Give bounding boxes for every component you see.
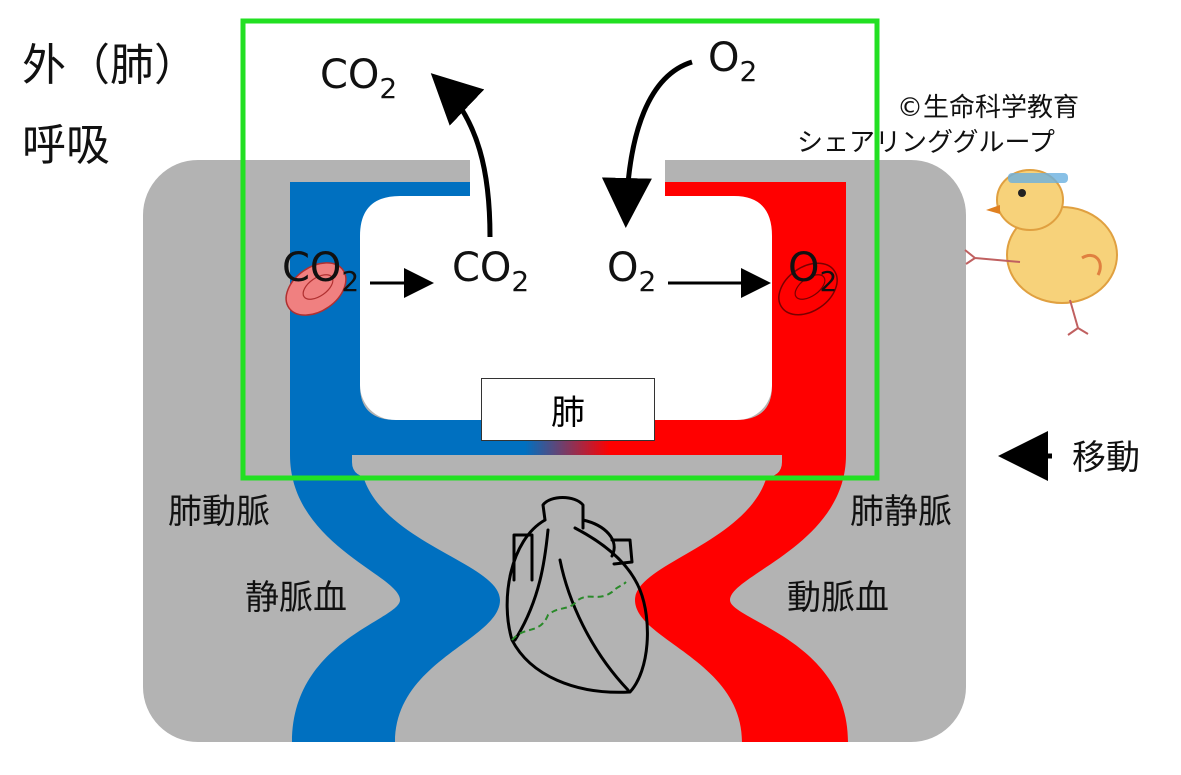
- pulmonary-vein-vessel: [570, 182, 848, 742]
- movement-label: 移動: [1072, 438, 1140, 478]
- co2-rbc-label: CO2: [282, 245, 360, 298]
- lung-label: 肺: [551, 393, 585, 433]
- o2-rbc-label: O2: [788, 245, 838, 298]
- external-respiration-frame: [240, 18, 880, 481]
- title-line1: 外（肺）: [22, 40, 198, 91]
- red-blood-cell-right: [778, 262, 838, 316]
- coronary-vessel: [511, 581, 627, 641]
- pulmonary-artery-label: 肺動脈: [168, 492, 270, 532]
- copyright-line1: ©生命科学教育: [897, 93, 1080, 123]
- lung-interior: [360, 195, 772, 420]
- arrow-o2-inhale: [601, 59, 693, 228]
- venous-blood-label: 静脈血: [245, 578, 347, 618]
- o2-alveolus-label: O2: [607, 245, 657, 298]
- capillary-lower-band: [352, 455, 782, 478]
- pulmonary-artery-vessel: [290, 182, 560, 742]
- arrow-co2-exhale: [430, 73, 493, 238]
- co2-atmosphere-label: CO2: [320, 52, 398, 105]
- co2-alveolus-label: CO2: [452, 245, 530, 298]
- o2-atmosphere-label: O2: [708, 35, 758, 88]
- heart-outline: [505, 496, 649, 694]
- red-blood-cell-left: [285, 262, 347, 316]
- title-line2: 呼吸: [22, 120, 110, 171]
- lung-label-box: 肺: [481, 378, 655, 441]
- airway: [470, 150, 665, 200]
- copyright-line2: シェアリンググループ: [797, 128, 1055, 158]
- chick-illustration: [964, 169, 1118, 336]
- pulmonary-vein-label: 肺静脈: [850, 492, 952, 532]
- arterial-blood-label: 動脈血: [787, 578, 889, 618]
